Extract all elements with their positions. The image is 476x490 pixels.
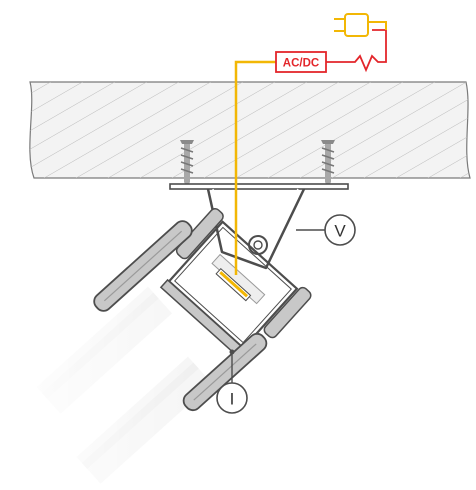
profile-upper (93, 220, 193, 312)
ceiling (29, 81, 471, 179)
callout-i: I (216, 349, 248, 414)
plug-icon (334, 13, 387, 37)
mains-cable (326, 29, 387, 73)
callout-i-label: I (230, 390, 235, 409)
mounting-plate (169, 183, 349, 190)
power-wire (234, 60, 276, 275)
callout-v: V (296, 214, 356, 246)
profile-i (182, 332, 268, 412)
aluminium-profile (159, 207, 312, 359)
converter-box: AC/DC (275, 51, 327, 73)
profile-ghost (0, 240, 213, 490)
converter-label: AC/DC (283, 58, 319, 70)
callout-v-label: V (334, 222, 346, 241)
